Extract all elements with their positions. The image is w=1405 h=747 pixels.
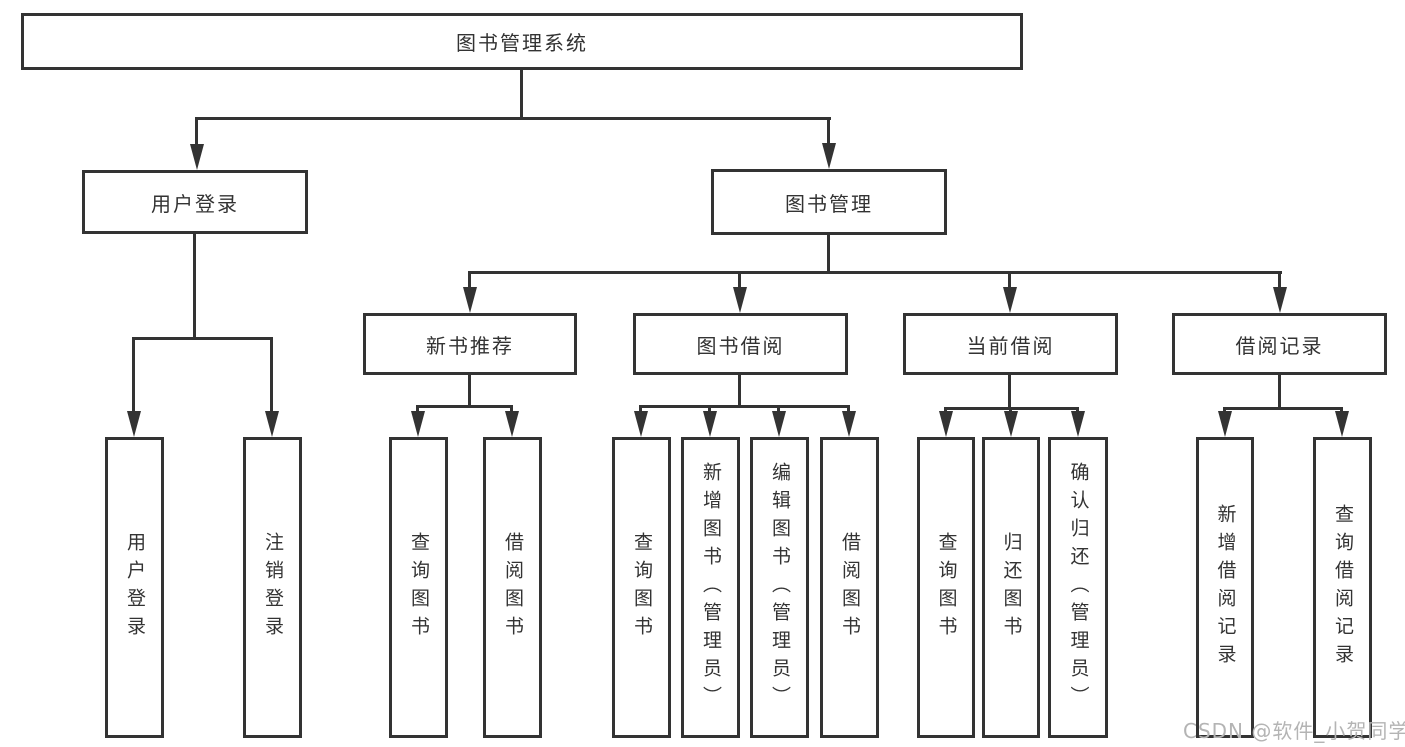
leaf-label: 查询图书 <box>935 531 958 644</box>
leaf-newbook-query-books: 查询图书 <box>389 437 448 738</box>
leaf-label: 新增图书（管理员） <box>700 461 722 714</box>
arrow-to-leaf-current-return <box>1004 407 1018 437</box>
leaf-label: 确认归还（管理员） <box>1067 461 1090 714</box>
arrow-to-leaf-newbook-query <box>411 405 425 437</box>
node-label: 当前借阅 <box>966 333 1055 358</box>
leaf-label: 注销登录 <box>262 531 284 644</box>
leaf-current-query-books: 查询图书 <box>917 437 975 738</box>
connector-user-login-stem <box>193 233 196 339</box>
arrow-to-leaf-borrow-add <box>703 405 717 437</box>
arrow-to-leaf-newbook-borrow <box>505 405 519 437</box>
node-book-management: 图书管理 <box>711 169 947 235</box>
leaf-records-add-borrow-record: 新增借阅记录 <box>1196 437 1254 738</box>
leaf-label: 查询图书 <box>631 531 653 644</box>
connector-book-borrowing-stem <box>738 374 741 407</box>
arrow-to-leaf-current-confirm <box>1071 407 1085 437</box>
connector-borrowing-records-bar <box>1223 407 1343 410</box>
connector-user-login-bar <box>133 337 273 340</box>
connector-current-borrowing-stem <box>1008 374 1011 409</box>
node-label: 图书管理系统 <box>456 31 588 55</box>
connector-book-management-bar <box>468 271 1282 274</box>
arrow-to-leaf-borrow-borrow <box>842 405 856 437</box>
arrow-to-book-management <box>822 117 836 169</box>
arrow-to-leaf-borrow-edit <box>772 405 786 437</box>
arrow-to-leaf-user-login <box>127 337 141 437</box>
arrow-to-leaf-records-add <box>1218 407 1232 437</box>
arrow-to-book-borrowing <box>733 271 747 313</box>
leaf-label: 借阅图书 <box>839 531 861 644</box>
leaf-borrowing-edit-books-admin: 编辑图书（管理员） <box>750 437 809 738</box>
arrow-to-leaf-logout <box>265 337 279 437</box>
leaf-label: 查询借阅记录 <box>1332 503 1354 672</box>
leaf-current-return-books: 归还图书 <box>982 437 1040 738</box>
leaf-label: 查询图书 <box>408 531 430 644</box>
node-label: 图书借阅 <box>696 333 785 358</box>
arrow-to-leaf-borrow-query <box>634 405 648 437</box>
leaf-current-confirm-return-admin: 确认归还（管理员） <box>1048 437 1108 738</box>
csdn-watermark: CSDN @软件_小贺同学 <box>1183 719 1405 743</box>
arrow-to-new-book-recommend <box>463 271 477 313</box>
node-library-management-system: 图书管理系统 <box>21 13 1023 70</box>
arrow-to-leaf-records-query <box>1335 407 1349 437</box>
leaf-borrowing-query-books: 查询图书 <box>612 437 671 738</box>
connector-root-stem <box>520 69 523 119</box>
connector-borrowing-records-stem <box>1278 374 1281 409</box>
node-book-borrowing: 图书借阅 <box>633 313 848 375</box>
leaf-records-query-borrow-record: 查询借阅记录 <box>1313 437 1372 738</box>
node-label: 新书推荐 <box>426 333 514 358</box>
node-label: 借阅记录 <box>1235 333 1324 358</box>
leaf-label: 新增借阅记录 <box>1214 503 1237 672</box>
connector-new-book-stem <box>468 374 471 407</box>
arrow-to-user-login <box>190 117 204 170</box>
leaf-label: 用户登录 <box>124 531 146 644</box>
connector-new-book-bar <box>417 405 513 408</box>
leaf-logout: 注销登录 <box>243 437 302 738</box>
arrow-to-leaf-current-query <box>939 407 953 437</box>
node-current-borrowing: 当前借阅 <box>903 313 1118 375</box>
leaf-label: 归还图书 <box>1000 531 1023 644</box>
node-borrowing-records: 借阅记录 <box>1172 313 1387 375</box>
arrow-to-borrowing-records <box>1273 271 1287 313</box>
leaf-label: 编辑图书（管理员） <box>769 461 791 714</box>
leaf-borrowing-borrow-books: 借阅图书 <box>820 437 879 738</box>
connector-root-bar <box>195 117 831 120</box>
node-user-login: 用户登录 <box>82 170 308 234</box>
connector-book-management-stem <box>827 234 830 274</box>
connector-book-borrowing-bar <box>639 405 850 408</box>
leaf-label: 借阅图书 <box>502 531 524 644</box>
node-label: 用户登录 <box>151 191 239 216</box>
leaf-newbook-borrow-books: 借阅图书 <box>483 437 542 738</box>
node-label: 图书管理 <box>785 191 873 216</box>
arrow-to-current-borrowing <box>1003 271 1017 313</box>
leaf-user-login: 用户登录 <box>105 437 164 738</box>
leaf-borrowing-add-books-admin: 新增图书（管理员） <box>681 437 740 738</box>
node-new-book-recommend: 新书推荐 <box>363 313 577 375</box>
